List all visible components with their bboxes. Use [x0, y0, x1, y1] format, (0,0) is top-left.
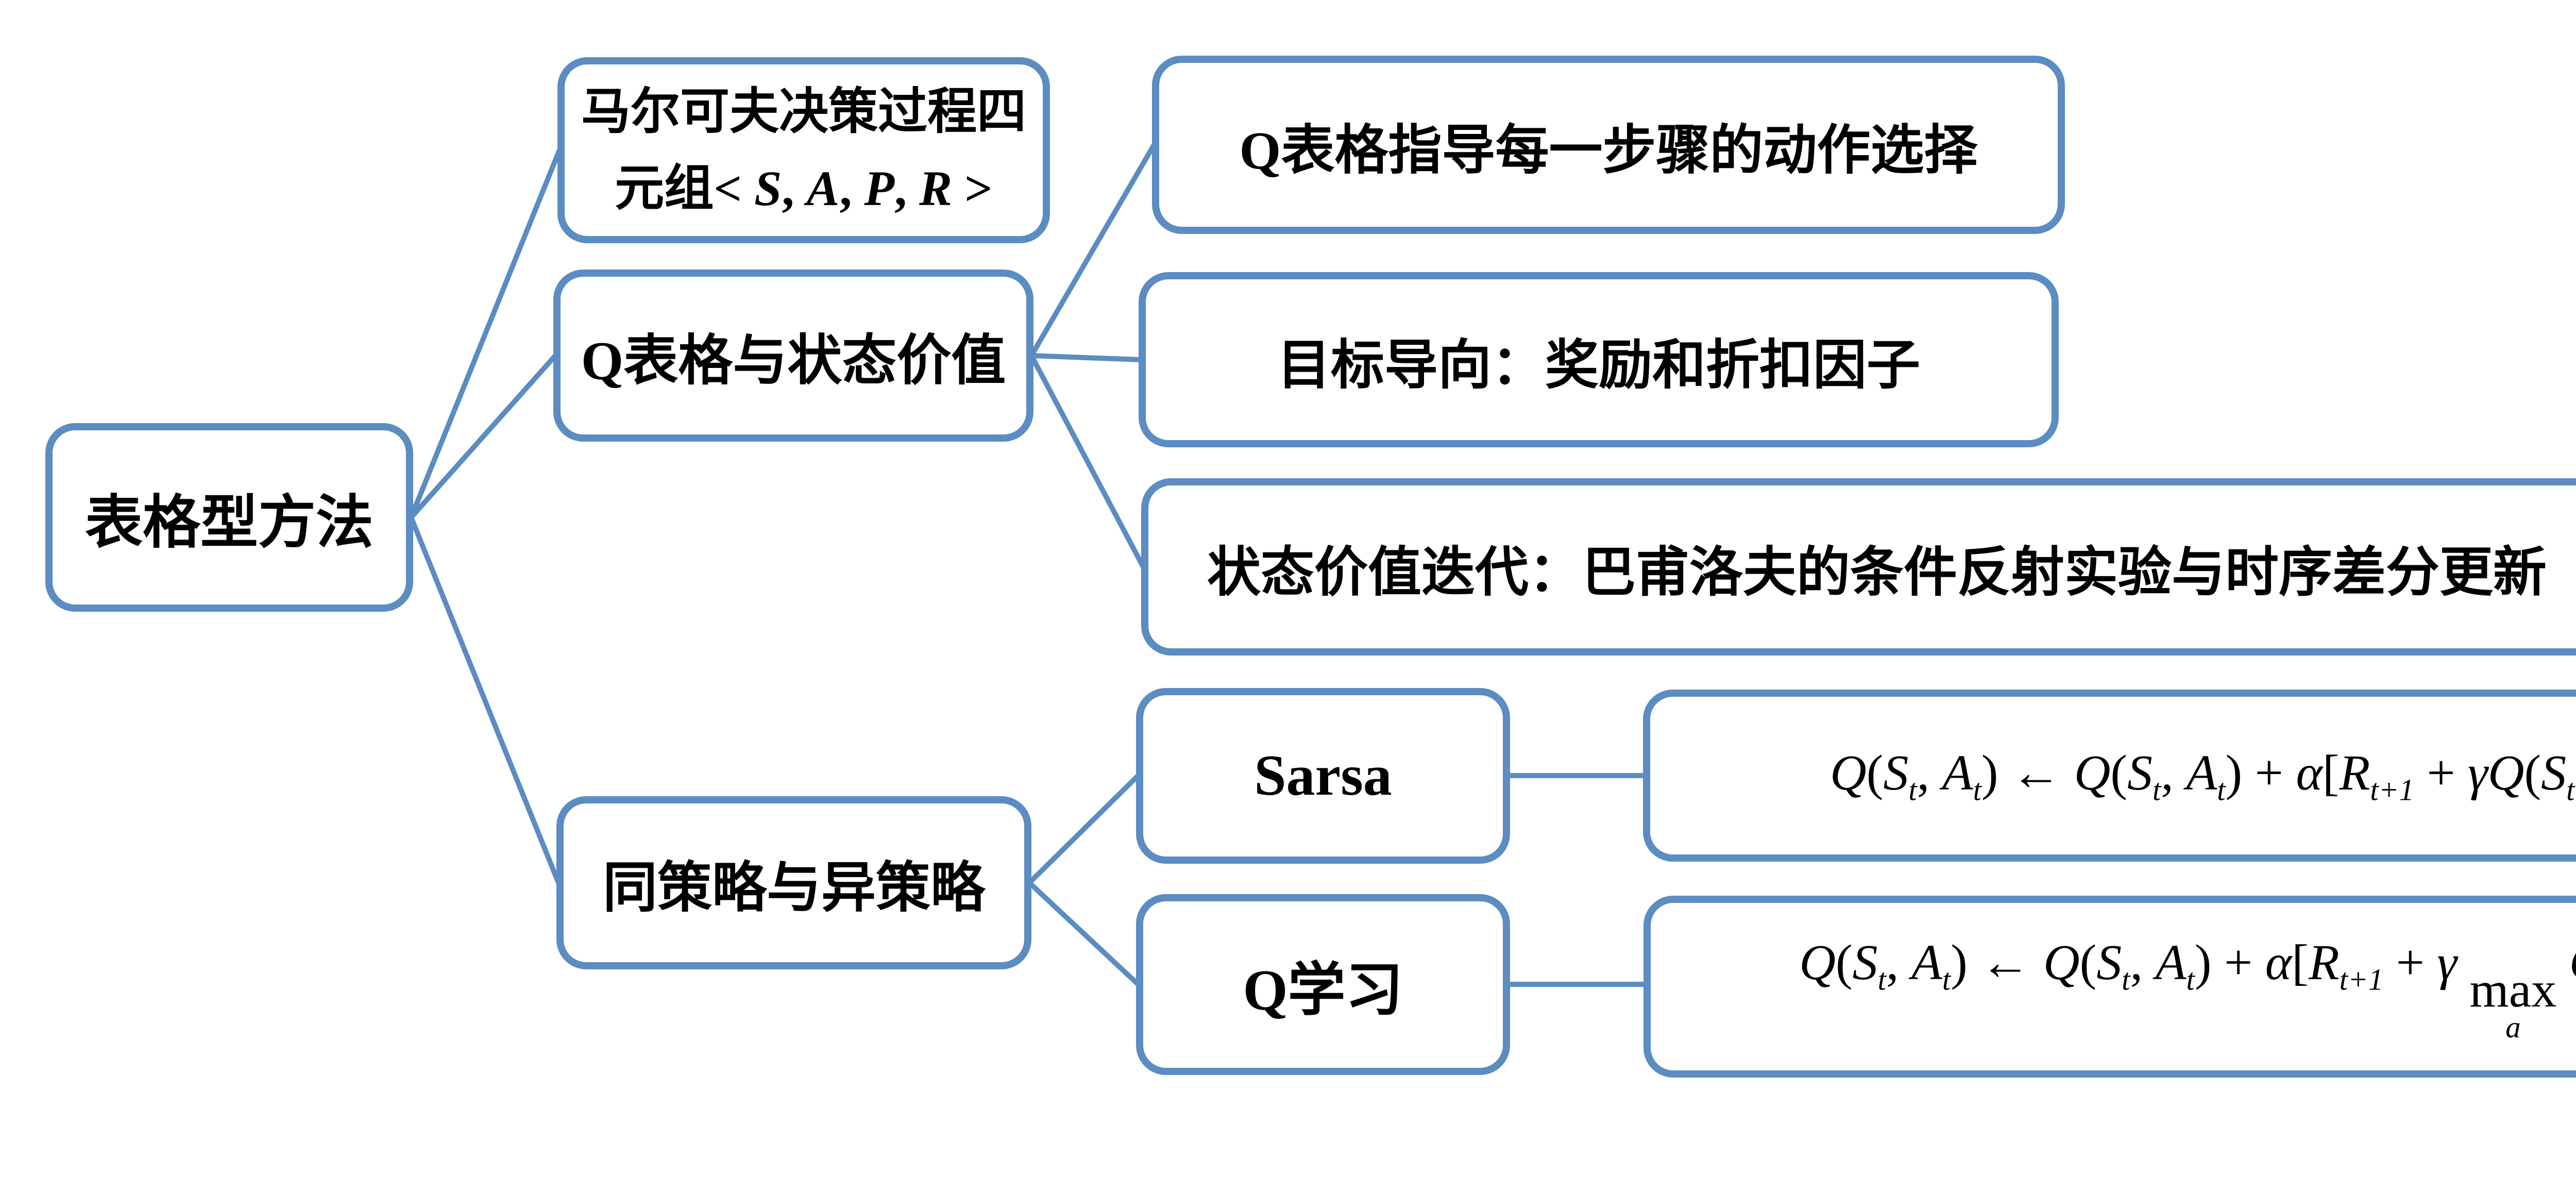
connector-qtable-child2	[1031, 353, 1141, 362]
sarsa-formula-text: Q(St, At) ← Q(St, At) + α[Rt+1 + γQ(St+1…	[1829, 745, 2576, 807]
node-mdp-tuple[interactable]: 马尔可夫决策过程四 元组< S, A, P, R >	[557, 57, 1050, 243]
node-root[interactable]: 表格型方法	[45, 423, 413, 612]
node-qtable-child-action-selection[interactable]: Q表格指导每一步骤的动作选择	[1152, 56, 2065, 234]
connector-policy-qlearn	[1027, 881, 1140, 986]
node-mdp-line2: 元组< S, A, P, R >	[615, 160, 993, 216]
node-root-label: 表格型方法	[85, 491, 374, 555]
node-sarsa[interactable]: Sarsa	[1136, 688, 1510, 864]
node-qlearning[interactable]: Q学习	[1136, 894, 1510, 1075]
connector-root-mdp	[409, 149, 562, 518]
node-qtable-state-value[interactable]: Q表格与状态价值	[553, 270, 1033, 442]
node-sarsa-update-formula[interactable]: Q(St, At) ← Q(St, At) + α[Rt+1 + γQ(St+1…	[1643, 690, 2576, 862]
node-c1-label: Q表格指导每一步骤的动作选择	[1239, 121, 1978, 180]
node-c2-label: 目标导向：奖励和折扣因子	[1277, 335, 1920, 395]
node-on-off-policy[interactable]: 同策略与异策略	[556, 796, 1031, 969]
node-sarsa-label: Sarsa	[1254, 744, 1392, 808]
node-qtable-child-value-iteration[interactable]: 状态价值迭代：巴甫洛夫的条件反射实验与时序差分更新	[1141, 478, 2576, 656]
connector-root-qtable	[409, 354, 557, 519]
node-qlearn-label: Q学习	[1243, 958, 1403, 1022]
connector-policy-sarsa	[1027, 774, 1140, 885]
connector-qtable-child3	[1029, 354, 1146, 568]
node-c3-label: 状态价值迭代：巴甫洛夫的条件反射实验与时序差分更新	[1207, 543, 2547, 602]
connector-qtable-child1	[1029, 143, 1157, 357]
connector-root-policy	[409, 516, 561, 884]
node-mdp-line1: 马尔可夫决策过程四	[581, 83, 1026, 139]
node-policy-label: 同策略与异策略	[603, 858, 985, 918]
node-qtable-child-goal-oriented[interactable]: 目标导向：奖励和折扣因子	[1139, 272, 2059, 447]
node-qtable-label: Q表格与状态价值	[581, 331, 1006, 391]
